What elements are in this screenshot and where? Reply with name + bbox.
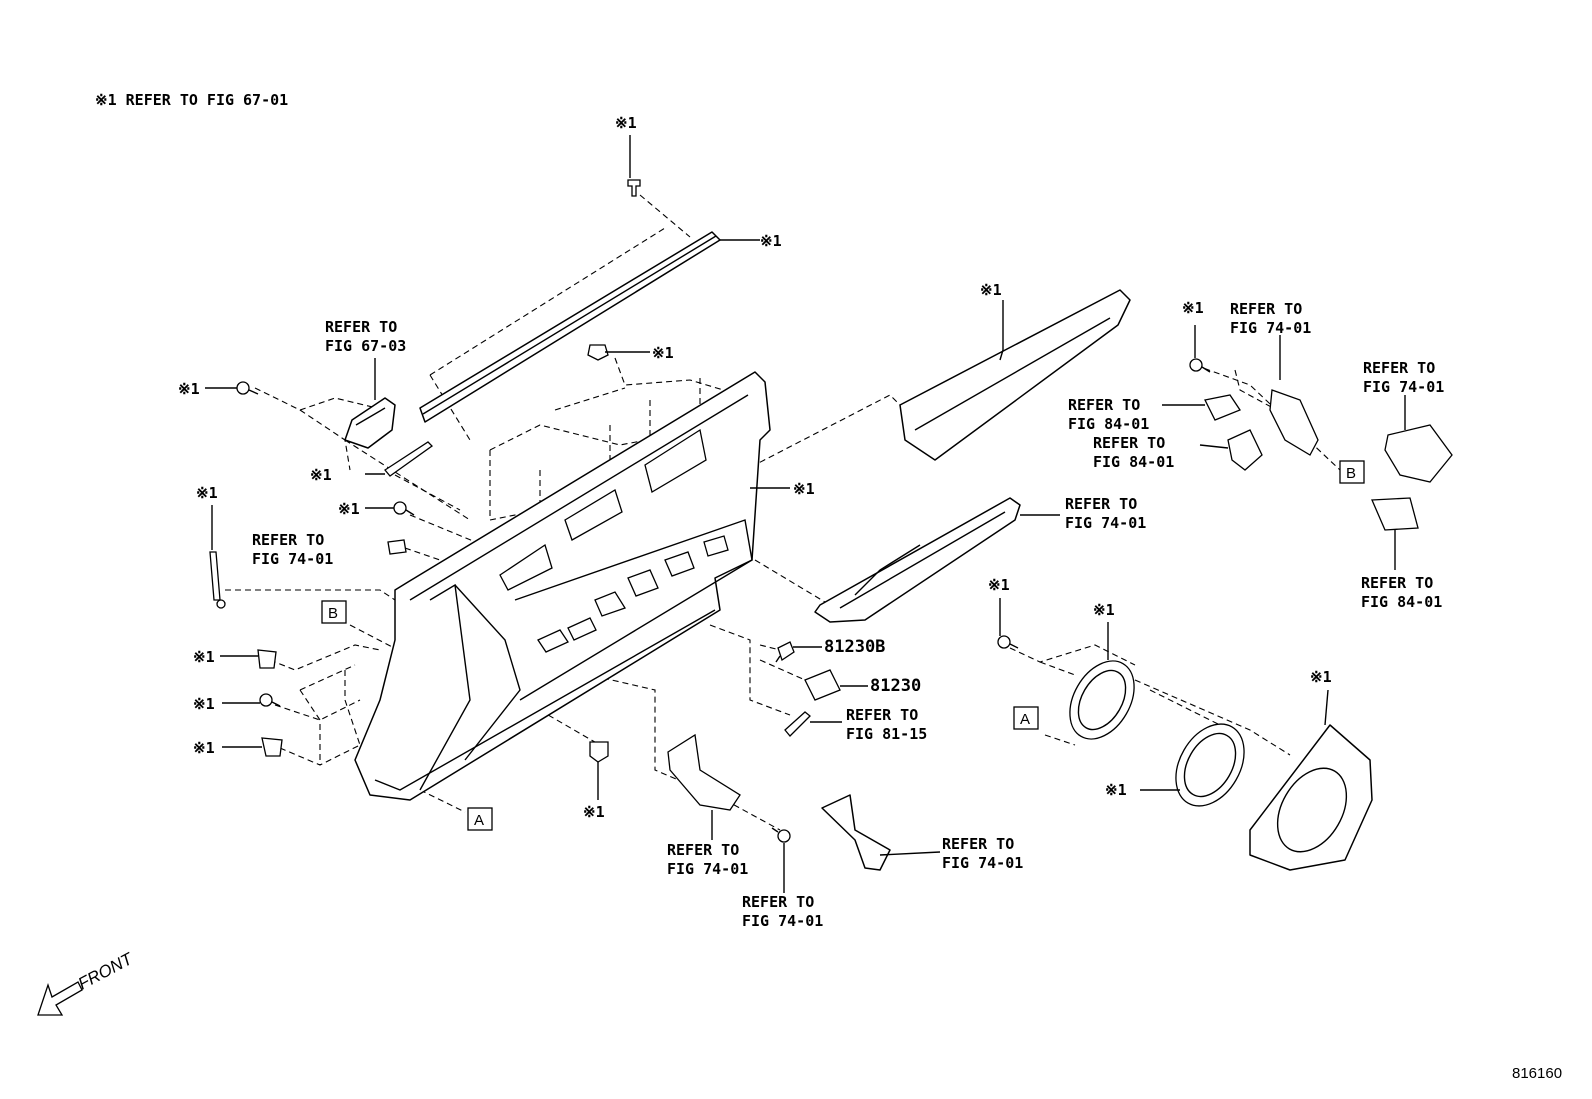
ref-box-a-right: A: [1013, 706, 1039, 730]
note-mark: ※1: [988, 576, 1010, 594]
note-mark: ※1: [193, 739, 215, 757]
note-mark: ※1: [793, 480, 815, 498]
solid-leader-lines: [205, 135, 1406, 893]
refer-label-line1: REFER TO: [1068, 396, 1140, 414]
refer-label-line1: REFER TO: [846, 706, 918, 724]
refer-label-fig: FIG 74-01: [667, 860, 748, 878]
note-marks: ※1 ※1 ※1 ※1 ※1 ※1 ※1 ※1 ※1 ※1 ※1 ※1 ※1 ※…: [178, 114, 1332, 821]
belt-weatherstrip-icon: [419, 231, 721, 423]
duct-icon: [821, 794, 891, 871]
clip-icon: [236, 381, 259, 395]
refer-label-fig: FIG 74-01: [1230, 319, 1311, 337]
note-mark: ※1: [760, 232, 782, 250]
refer-label-fig: FIG 74-01: [942, 854, 1023, 872]
top-clip-icon: [627, 179, 641, 197]
front-arrow-icon: FRONT: [37, 949, 137, 1016]
refer-label-line1: REFER TO: [252, 531, 324, 549]
bracket-icon: [1269, 389, 1319, 456]
speaker-grille-icon: [1249, 724, 1373, 871]
courtesy-lamp-bulb-icon: [775, 641, 795, 663]
note-mark: ※1: [178, 380, 200, 398]
clip-icon: [587, 344, 609, 361]
clip-icon: [997, 635, 1019, 649]
header-note: ※1 REFER TO FIG 67-01: [95, 91, 288, 109]
note-mark: ※1: [583, 803, 605, 821]
refer-label-fig: FIG 74-01: [252, 550, 333, 568]
ref-box-b-left: B: [321, 600, 347, 624]
switch-icon: [1204, 394, 1241, 421]
refer-label-fig: FIG 84-01: [1068, 415, 1149, 433]
svg-text:B: B: [328, 605, 338, 622]
part-number-81230b[interactable]: 81230B: [824, 637, 885, 657]
refer-label-line1: REFER TO: [325, 318, 397, 336]
refer-label-line1: REFER TO: [1363, 359, 1435, 377]
svg-text:A: A: [474, 812, 484, 829]
note-mark: ※1: [310, 466, 332, 484]
refer-label-line1: REFER TO: [1065, 495, 1137, 513]
clip-icon: [589, 741, 609, 763]
note-mark: ※1: [615, 114, 637, 132]
refer-label-fig: FIG 84-01: [1093, 453, 1174, 471]
refer-label-fig: FIG 74-01: [1065, 514, 1146, 532]
refer-label-fig: FIG 74-01: [1363, 378, 1444, 396]
svg-text:B: B: [1346, 465, 1356, 482]
clip-icon: [387, 539, 407, 555]
handle-rod-icon: [384, 441, 434, 477]
refer-label-fig: FIG 84-01: [1361, 593, 1442, 611]
door-trim-panel-icon: [354, 371, 771, 801]
inside-handle-bezel-icon: [344, 397, 396, 449]
note-mark: ※1: [1093, 601, 1115, 619]
clip-icon: [1189, 358, 1211, 373]
clip-icon: [257, 649, 277, 669]
front-label: FRONT: [75, 949, 137, 994]
clip-icon: [771, 827, 791, 843]
refer-label-fig: FIG 67-03: [325, 337, 406, 355]
support-rod-icon: [209, 551, 226, 609]
refer-label-fig: FIG 74-01: [742, 912, 823, 930]
clip-icon: [259, 693, 281, 707]
speaker-bracket-icon: [1175, 723, 1245, 807]
refer-label-line1: REFER TO: [742, 893, 814, 911]
lamp-bracket-icon: [784, 711, 811, 737]
armrest-trim-icon: [814, 497, 1021, 623]
clip-icon: [393, 501, 415, 516]
refer-label-line1: REFER TO: [1361, 574, 1433, 592]
speaker-spacer-icon: [1069, 660, 1135, 740]
note-mark: ※1: [1182, 299, 1204, 317]
refer-label-fig: FIG 81-15: [846, 725, 927, 743]
note-mark: ※1: [1105, 781, 1127, 799]
note-mark: ※1: [980, 281, 1002, 299]
clip-icon: [261, 737, 283, 757]
upper-trim-strip-icon: [899, 289, 1131, 461]
note-mark: ※1: [1310, 668, 1332, 686]
switch-icon: [1371, 497, 1419, 531]
part-number-81230[interactable]: 81230: [870, 676, 921, 696]
refer-label-line1: REFER TO: [942, 835, 1014, 853]
refer-label-line1: REFER TO: [667, 841, 739, 859]
refer-labels: REFER TO FIG 67-03 REFER TO FIG 74-01 RE…: [252, 300, 1444, 930]
courtesy-lamp-icon: [804, 669, 841, 701]
ref-box-b-right: B: [1339, 460, 1365, 484]
refer-label-line1: REFER TO: [1230, 300, 1302, 318]
bracket-icon: [1384, 424, 1453, 483]
note-mark: ※1: [193, 695, 215, 713]
note-mark: ※1: [652, 344, 674, 362]
switch-icon: [1227, 429, 1263, 471]
refer-label-line1: REFER TO: [1093, 434, 1165, 452]
note-mark: ※1: [193, 648, 215, 666]
handle-bracket-icon: [667, 733, 741, 811]
diagram-id: 816160: [1512, 1065, 1562, 1082]
note-mark: ※1: [196, 484, 218, 502]
ref-box-a-left: A: [467, 807, 493, 831]
svg-text:A: A: [1020, 711, 1030, 728]
note-mark: ※1: [338, 500, 360, 518]
